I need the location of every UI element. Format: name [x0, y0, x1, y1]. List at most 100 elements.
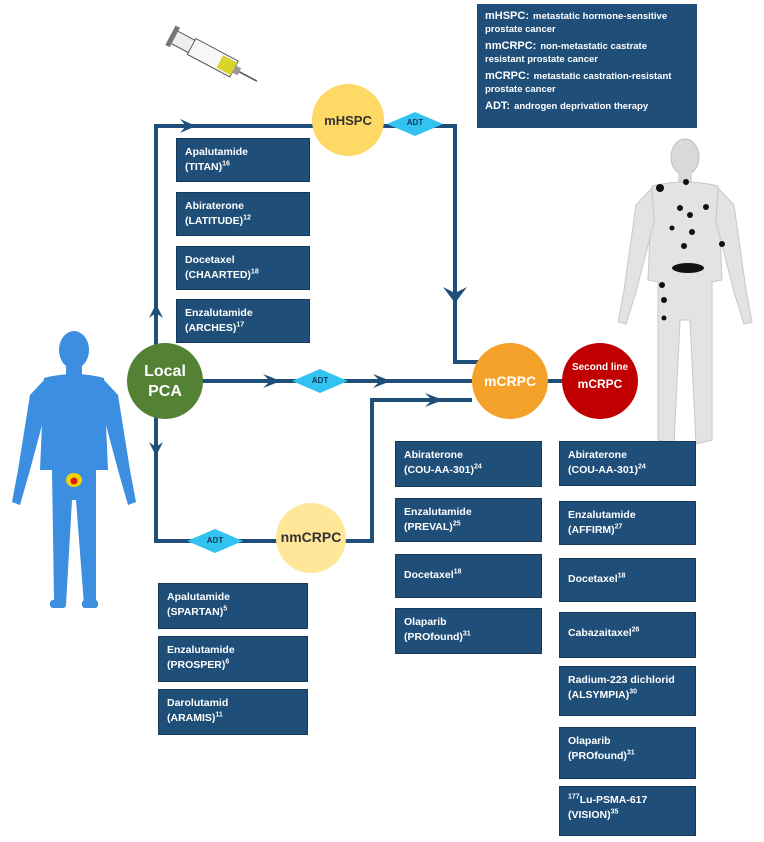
trial-text: (CHAARTED): [185, 269, 251, 281]
drug-name: Enzalutamide: [167, 643, 299, 658]
drug-name: Olaparib: [568, 734, 687, 749]
local-pca-node: [127, 343, 203, 419]
treatment-box: Docetaxel18: [395, 554, 542, 598]
reference-number: 18: [617, 572, 626, 580]
reference-number: 5: [223, 605, 228, 613]
trial-name: (COU-AA-301)24: [404, 463, 533, 478]
reference-number: 31: [462, 630, 471, 638]
treatment-box: Apalutamide (TITAN)16: [176, 138, 310, 182]
treatment-box: Cabazaitaxel26: [559, 612, 696, 658]
legend-abbr: nmCRPC:: [485, 40, 537, 52]
trial-name: (TITAN)16: [185, 160, 301, 175]
reference-number: 25: [452, 520, 461, 528]
trial-text: (ARAMIS): [167, 712, 216, 724]
drug-text: Enzalutamide: [167, 644, 235, 656]
trial-name: (COU-AA-301)24: [568, 463, 687, 478]
trial-name: (VISION)35: [568, 808, 687, 823]
trial-name: (PROfound)31: [568, 749, 687, 764]
second-line-line2: mCRPC: [577, 377, 623, 391]
treatment-box: Enzalutamide(ARCHES)17: [176, 299, 310, 343]
drug-name: Abiraterone: [185, 199, 301, 214]
human-figure-icon: [12, 331, 136, 608]
drug-text: Docetaxel: [404, 569, 454, 581]
trial-text: (AFFIRM): [568, 524, 615, 536]
reference-number: 17: [236, 321, 245, 329]
adt-label-nmcrpc: ADT: [206, 536, 224, 545]
legend-entry: ADT:androgen deprivation therapy: [485, 100, 689, 113]
drug-text: Enzalutamide: [404, 506, 472, 518]
second-line-line1: Second line: [571, 362, 629, 373]
drug-text: Abiraterone: [568, 449, 627, 461]
prostate-icon: [66, 473, 82, 487]
drug-text: Abiraterone: [185, 200, 244, 212]
trial-name: (PREVAL)25: [404, 520, 533, 535]
treatment-box: Enzalutamide (AFFIRM)27: [559, 501, 696, 545]
drug-name: Apalutamide: [167, 590, 299, 605]
drug-name: 177Lu-PSMA-617: [568, 793, 687, 808]
legend-entry: mCRPC:metastatic castration-resistant pr…: [485, 70, 689, 96]
trial-text: (LATITUDE): [185, 215, 244, 227]
drug-name: Docetaxel18: [568, 572, 687, 587]
treatment-box: Abiraterone (LATITUDE)12: [176, 192, 310, 236]
mcrpc-label: mCRPC: [483, 373, 537, 389]
second-line-mcrpc-node: [562, 343, 638, 419]
drug-name: Radium-223 dichlorid: [568, 673, 687, 688]
legend-definition: metastatic castration-resistant prostate…: [485, 71, 672, 95]
reference-number: 6: [225, 658, 230, 666]
adt-diamonds: [187, 112, 443, 553]
treatment-box: Docetaxel18: [559, 558, 696, 602]
drug-name: Enzalutamide: [568, 508, 687, 523]
legend-definition: androgen deprivation therapy: [514, 101, 649, 112]
abbreviation-legend: mHSPC:metastatic hormone-sensitive prost…: [477, 4, 697, 128]
reference-number: 18: [453, 568, 462, 576]
reference-number: 24: [638, 463, 646, 471]
syringe-icon: [165, 25, 258, 82]
trial-text: (ALSYMPIA): [568, 689, 630, 701]
drug-name: Enzalutamide: [185, 306, 301, 321]
treatment-box: Docetaxel(CHAARTED)18: [176, 246, 310, 290]
drug-text: Cabazaitaxel: [568, 627, 632, 639]
drug-text: Apalutamide: [185, 146, 249, 158]
trial-name: (AFFIRM)27: [568, 523, 687, 538]
reference-number: 12: [243, 214, 251, 222]
legend-entry: mHSPC:metastatic hormone-sensitive prost…: [485, 10, 689, 36]
reference-number: 26: [631, 626, 640, 634]
treatment-box: Olaparib (PROfound)31: [395, 608, 542, 654]
trial-name: (PROfound)31: [404, 630, 533, 645]
drug-name: Darolutamid: [167, 696, 299, 711]
arrowheads: [149, 119, 467, 456]
second-line-label: Second line mCRPC: [562, 360, 638, 392]
nmcrpc-label: nmCRPC: [280, 529, 342, 545]
drug-text: Olaparib: [404, 616, 447, 628]
local-pca-label: Local PCA: [127, 362, 203, 402]
trial-name: (PROSPER)6: [167, 658, 299, 673]
trial-text: (PROfound): [568, 750, 627, 762]
drug-name: Docetaxel18: [404, 568, 533, 583]
drug-text: Olaparib: [568, 735, 611, 747]
legend-abbr: ADT:: [485, 100, 511, 112]
reference-number: 27: [614, 523, 623, 531]
treatment-box: Enzalutamide (PROSPER)6: [158, 636, 308, 682]
legend-definition: non-metastatic castrate resistant prosta…: [485, 41, 647, 65]
trial-text: (PROSPER): [167, 659, 226, 671]
mcrpc-node: [472, 343, 548, 419]
treatment-box: Enzalutamide (PREVAL)25: [395, 498, 542, 542]
drug-name: Enzalutamide: [404, 505, 533, 520]
reference-number: 31: [626, 749, 635, 757]
drug-text: Enzalutamide: [185, 307, 253, 319]
treatment-box: Radium-223 dichlorid(ALSYMPIA)30: [559, 666, 696, 716]
treatment-box: Olaparib (PROfound)31: [559, 727, 696, 779]
trial-name: (SPARTAN)5: [167, 605, 299, 620]
trial-text: (VISION): [568, 809, 611, 821]
drug-text: Lu-PSMA-617: [579, 794, 648, 806]
isotope-prefix: 177: [568, 793, 580, 801]
legend-entry: nmCRPC:non-metastatic castrate resistant…: [485, 40, 689, 66]
legend-definition: metastatic hormone-sensitive prostate ca…: [485, 11, 668, 35]
drug-text: Enzalutamide: [568, 509, 636, 521]
drug-name: Apalutamide: [185, 145, 301, 160]
trial-name: (CHAARTED)18: [185, 268, 301, 283]
trial-name: (ARAMIS)11: [167, 711, 299, 726]
drug-name: Cabazaitaxel26: [568, 626, 687, 641]
